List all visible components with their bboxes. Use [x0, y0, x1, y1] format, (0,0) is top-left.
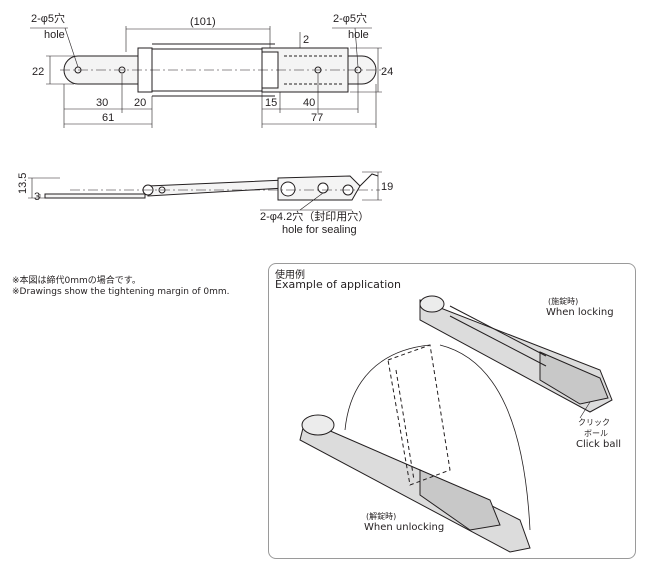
dim-22: 22 [32, 66, 44, 78]
dim-101: (101) [190, 16, 216, 28]
dim-61: 61 [102, 112, 114, 124]
dim-30: 30 [96, 97, 108, 109]
dim-20: 20 [134, 97, 146, 109]
lever-raised-ghost [387, 344, 451, 486]
side-view-drawing [44, 173, 379, 201]
dim-24: 24 [381, 66, 393, 78]
side-seal-hole-1 [317, 182, 329, 194]
hole-left-spec: 2-φ5穴 [31, 11, 65, 25]
unlocked-lever [419, 469, 501, 531]
dim-40: 40 [303, 97, 315, 109]
leader-right-hole [354, 27, 359, 68]
side-base-plate [44, 193, 146, 199]
dim-19: 19 [381, 181, 393, 193]
click-ball-label-jp-1: クリック [578, 418, 610, 427]
leader-left-hole [64, 27, 79, 68]
hole-right-spec: 2-φ5穴 [333, 11, 367, 25]
leader-seal-hole [299, 192, 324, 211]
hole-left-en: hole [44, 29, 65, 41]
dim-77: 77 [311, 112, 323, 124]
dim-13-5: 13.5 [17, 173, 29, 194]
locking-label-en: When locking [546, 307, 614, 318]
dim-15: 15 [265, 97, 277, 109]
locking-label-jp: (施錠時) [548, 297, 579, 306]
locked-lever [539, 351, 609, 405]
seal-hole-en: hole for sealing [282, 224, 357, 236]
click-ball-label-jp-2: ボール [584, 429, 608, 438]
locked-latch-plate [419, 295, 445, 313]
hole-right-en: hole [348, 29, 369, 41]
dim-3: 3 [34, 191, 40, 203]
side-rod [147, 179, 286, 197]
side-catch-tip [359, 173, 379, 187]
unlocked-latch-plate [301, 414, 335, 436]
note-jp: ※本図は締代0mmの場合です。 [12, 276, 141, 286]
swing-arc-right [439, 344, 531, 531]
unlocking-label-jp: (解錠時) [366, 512, 397, 521]
application-panel [268, 263, 636, 559]
application-title-jp: 使用例 [275, 270, 305, 281]
side-lever-pivot [280, 181, 296, 197]
application-title-en: Example of application [275, 278, 401, 291]
note-en: ※Drawings show the tightening margin of … [12, 287, 230, 297]
click-ball-leader [579, 401, 591, 419]
swing-arc-left [344, 344, 431, 431]
application-illustration [299, 295, 613, 553]
unlocking-label-en: When unlocking [364, 522, 445, 533]
seal-hole-spec: 2-φ4.2穴（封印用穴） [260, 209, 369, 223]
click-ball-label-en: Click ball [576, 439, 622, 450]
dim-2: 2 [303, 34, 309, 46]
